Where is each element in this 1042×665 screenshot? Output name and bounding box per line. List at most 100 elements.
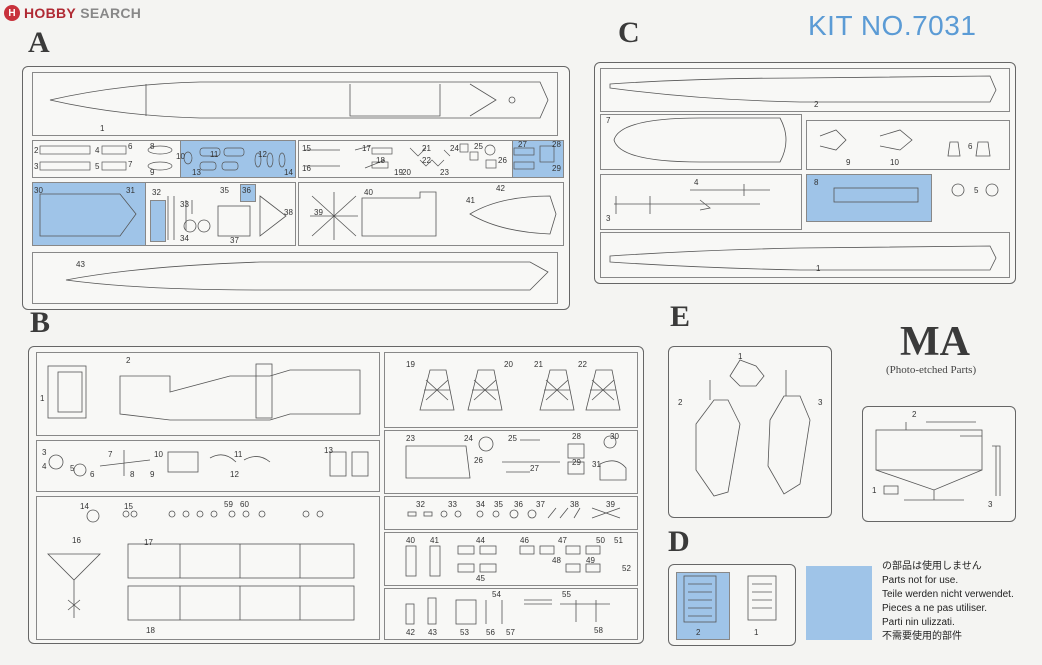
kit-number: KIT NO.7031 (808, 10, 977, 41)
part-a-5: 5 (95, 162, 100, 171)
part-a-16: 16 (302, 164, 311, 173)
part-c-3: 3 (606, 214, 611, 223)
part-a-34: 34 (180, 234, 189, 243)
part-b-40: 40 (406, 536, 415, 545)
part-b-34: 34 (476, 500, 485, 509)
part-a-13: 13 (192, 168, 201, 177)
part-ma-1: 1 (872, 486, 877, 495)
sprue-c-cell-3-4 (600, 174, 802, 230)
part-a-8: 8 (150, 142, 155, 151)
part-b-37: 37 (536, 500, 545, 509)
part-b-4: 4 (42, 462, 47, 471)
part-b-24: 24 (464, 434, 473, 443)
part-a-27: 27 (518, 140, 527, 149)
part-b-12: 12 (230, 470, 239, 479)
part-e-3: 3 (818, 398, 823, 407)
part-b-45: 45 (476, 574, 485, 583)
part-b-53: 53 (460, 628, 469, 637)
part-a-19: 19 (394, 168, 403, 177)
logo-text-a: HOBBY (24, 5, 77, 21)
part-b-51: 51 (614, 536, 623, 545)
part-c-5: 5 (974, 186, 979, 195)
part-a-17: 17 (362, 144, 371, 153)
part-b-56: 56 (486, 628, 495, 637)
sprue-a-unused-11-14 (180, 140, 296, 178)
part-b-11: 11 (234, 450, 243, 459)
part-b-59: 59 (224, 500, 233, 509)
logo-badge-icon: H (4, 5, 20, 21)
part-b-30: 30 (610, 432, 619, 441)
legend-line-it: Parti nin ulizzati. (882, 617, 955, 628)
sprue-a-hull-cell (32, 72, 558, 136)
part-a-4: 4 (95, 146, 100, 155)
part-b-20: 20 (504, 360, 513, 369)
part-a-40: 40 (364, 188, 373, 197)
section-label-ma: MA (900, 319, 970, 365)
part-a-2: 2 (34, 146, 39, 155)
part-a-39: 39 (314, 208, 323, 217)
part-a-36: 36 (242, 186, 251, 195)
section-label-e: E (670, 300, 691, 333)
part-b-38: 38 (570, 500, 579, 509)
part-c-1: 1 (816, 264, 821, 273)
legend-line-fr: Pieces a ne pas utiliser. (882, 603, 988, 614)
sprue-c-cell-7 (600, 114, 802, 170)
part-a-24: 24 (450, 144, 459, 153)
part-a-37: 37 (230, 236, 239, 245)
part-b-6: 6 (90, 470, 95, 479)
part-b-58: 58 (594, 626, 603, 635)
part-b-18: 18 (146, 626, 155, 635)
sprue-a-unused-32 (150, 200, 166, 242)
part-b-42: 42 (406, 628, 415, 637)
part-d-2: 2 (696, 628, 701, 637)
part-b-57: 57 (506, 628, 515, 637)
sprue-ma-frame (862, 406, 1016, 522)
part-c-8: 8 (814, 178, 819, 187)
part-b-50: 50 (596, 536, 605, 545)
legend-line-cn: 不需要使用的部件 (882, 631, 962, 642)
part-e-1: 1 (738, 352, 743, 361)
part-b-9: 9 (150, 470, 155, 479)
sprue-e-frame (668, 346, 832, 518)
part-c-6: 6 (968, 142, 973, 151)
hobby-search-logo: H HOBBY SEARCH (4, 4, 141, 22)
part-a-28: 28 (552, 140, 561, 149)
part-a-3: 3 (34, 162, 39, 171)
part-b-43: 43 (428, 628, 437, 637)
part-a-38: 38 (284, 208, 293, 217)
part-a-25: 25 (474, 142, 483, 151)
legend-line-jp: の部品は使用しません (882, 561, 982, 572)
part-b-54: 54 (492, 590, 501, 599)
part-d-1: 1 (754, 628, 759, 637)
part-b-46: 46 (520, 536, 529, 545)
sprue-c-unused-8 (806, 174, 932, 222)
sprue-b-cell-3-13 (36, 440, 380, 492)
part-b-1: 1 (40, 394, 45, 403)
legend-line-de: Teile werden nicht verwendet. (882, 589, 1014, 600)
part-b-15: 15 (124, 502, 133, 511)
section-label-b: B (30, 306, 51, 339)
part-a-20: 20 (402, 168, 411, 177)
part-b-5: 5 (70, 464, 75, 473)
legend-line-en: Parts not for use. (882, 575, 959, 586)
part-b-26: 26 (474, 456, 483, 465)
sprue-a-unused-30 (32, 182, 146, 246)
unused-parts-legend: の部品は使用しません Parts not for use. Teile werd… (882, 560, 1014, 644)
part-a-11: 11 (210, 150, 219, 159)
part-c-2: 2 (814, 100, 819, 109)
sprue-c-cell-9-10 (806, 120, 1010, 170)
section-label-d: D (668, 525, 690, 558)
part-c-10: 10 (890, 158, 899, 167)
part-a-23: 23 (440, 168, 449, 177)
part-b-52: 52 (622, 564, 631, 573)
part-a-32: 32 (152, 188, 161, 197)
sprue-a-unused-27-29 (512, 140, 564, 178)
part-a-18: 18 (376, 156, 385, 165)
part-b-39: 39 (606, 500, 615, 509)
part-b-49: 49 (586, 556, 595, 565)
part-b-36: 36 (514, 500, 523, 509)
part-b-48: 48 (552, 556, 561, 565)
part-b-22: 22 (578, 360, 587, 369)
part-b-10: 10 (154, 450, 163, 459)
